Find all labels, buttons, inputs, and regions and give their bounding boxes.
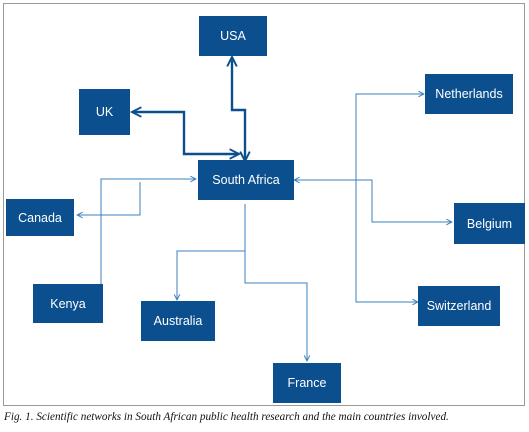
edge-usa-south-africa	[232, 58, 245, 160]
node-canada: Canada	[6, 199, 74, 236]
edge-netherlands-switzerland	[355, 94, 424, 302]
node-kenya: Kenya	[33, 284, 103, 323]
figure-caption: Fig. 1. Scientific networks in South Afr…	[4, 411, 449, 423]
edge-kenya-south-africa	[100, 179, 196, 284]
edge-south-africa-australia	[177, 204, 246, 300]
node-uk: UK	[79, 89, 130, 135]
node-usa: USA	[199, 16, 267, 56]
node-australia: Australia	[141, 301, 215, 341]
node-switzerland: Switzerland	[418, 286, 500, 326]
edge-south-africa-belgium	[356, 179, 452, 222]
node-netherlands: Netherlands	[425, 74, 513, 114]
edge-south-africa-canada	[77, 182, 141, 215]
edge-south-africa-france	[244, 251, 307, 361]
edge-uk-south-africa	[133, 112, 238, 154]
node-belgium: Belgium	[454, 203, 525, 244]
node-south-africa: South Africa	[198, 160, 294, 200]
node-france: France	[273, 363, 341, 403]
